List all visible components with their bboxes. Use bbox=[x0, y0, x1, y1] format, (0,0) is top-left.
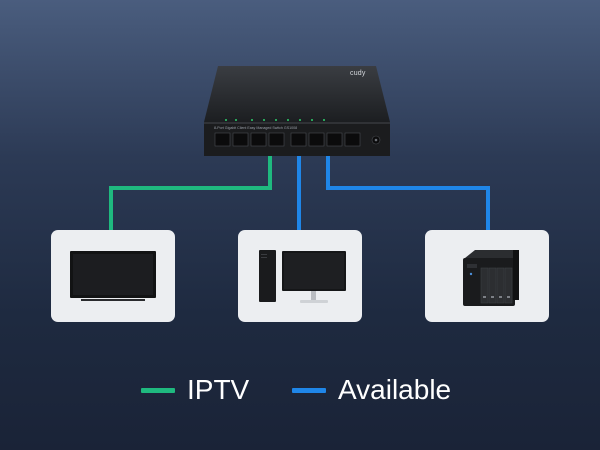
legend-label-iptv: IPTV bbox=[187, 374, 250, 405]
tv-card bbox=[51, 230, 175, 322]
legend-item-iptv: IPTV bbox=[141, 370, 249, 410]
network-switch: cudy 8-Port Gigabit Client Easy Managed … bbox=[204, 66, 390, 158]
switch-model-label: 8-Port Gigabit Client Easy Managed Switc… bbox=[214, 126, 298, 130]
legend-item-available: Available bbox=[292, 370, 451, 410]
iptv-cable bbox=[109, 150, 272, 231]
legend: IPTV Available bbox=[0, 370, 600, 410]
legend-label-available: Available bbox=[338, 374, 452, 405]
available-cable-nas bbox=[326, 150, 490, 231]
legend-swatch-iptv bbox=[141, 387, 175, 393]
nas-storage-icon bbox=[463, 250, 519, 306]
legend-swatch-available bbox=[292, 387, 326, 393]
switch-brand-logo: cudy bbox=[350, 70, 366, 77]
desktop-computer-icon bbox=[259, 250, 346, 303]
desktop-pc-card bbox=[238, 230, 362, 322]
tv-icon bbox=[70, 251, 156, 301]
nas-card bbox=[425, 230, 549, 322]
